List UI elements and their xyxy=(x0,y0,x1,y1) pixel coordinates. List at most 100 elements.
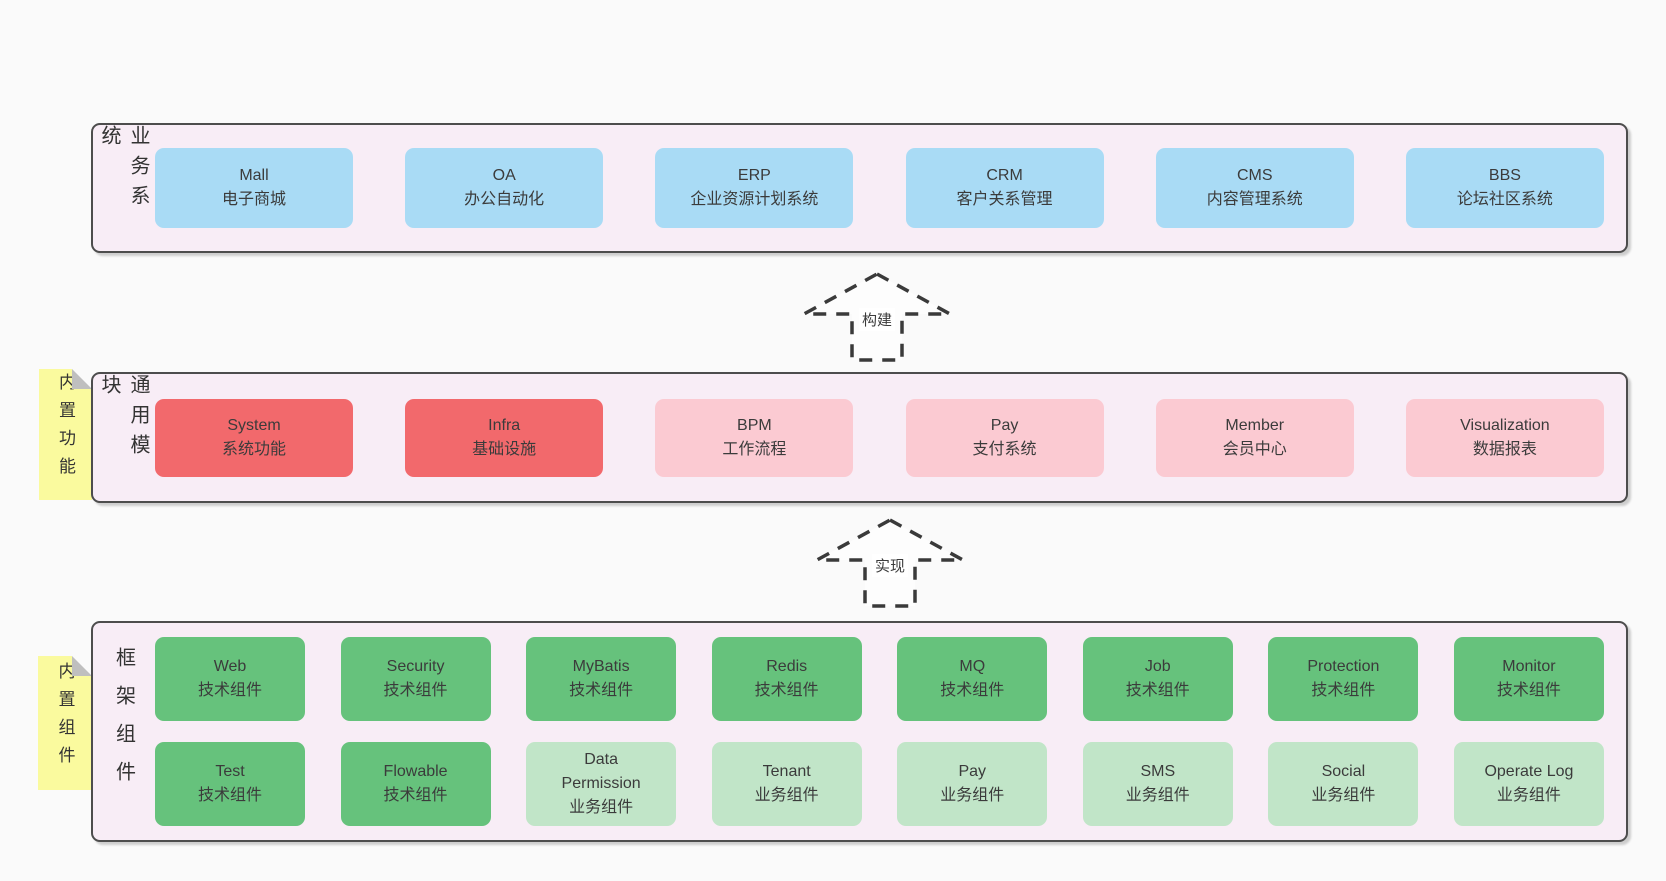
module-box-title: Infra xyxy=(488,416,521,434)
module-box-title: MQ xyxy=(959,658,986,675)
module-box-title: Job xyxy=(1144,658,1171,675)
layer-boxes: System 系统功能 Infra 基础设施 BPM 工作流程 Pay 支付系统 Member 会… xyxy=(155,374,1604,501)
module-box-subtitle: 技术组件 xyxy=(197,682,262,699)
module-box-flowable: Flowable 技术组件 xyxy=(340,742,491,826)
module-box-title: Pay xyxy=(990,416,1019,434)
module-box-operate-log: Operate Log 业务组件 xyxy=(1453,742,1604,826)
module-box-title: Member xyxy=(1225,416,1285,434)
module-box-mq: MQ 技术组件 xyxy=(897,637,1048,721)
module-box-title: BPM xyxy=(737,416,772,434)
module-box-infra: Infra 基础设施 xyxy=(405,398,604,477)
module-box-erp: ERP 企业资源计划系统 xyxy=(655,148,854,228)
module-box-subtitle: 技术组件 xyxy=(569,682,634,699)
arrow-implement: 实现 xyxy=(813,517,967,609)
module-box-subtitle: 支付系统 xyxy=(972,440,1037,458)
layer-label: 框架组件 xyxy=(112,646,135,799)
module-box-subtitle: 业务组件 xyxy=(1125,787,1190,804)
module-box-title: Security xyxy=(386,658,445,675)
module-box-visualization: Visualization 数据报表 xyxy=(1405,398,1604,477)
module-box-redis: Redis 技术组件 xyxy=(711,637,862,721)
module-box-subtitle: 企业资源计划系统 xyxy=(690,191,819,208)
module-box-title: Social xyxy=(1321,763,1366,780)
box-row: System 系统功能 Infra 基础设施 BPM 工作流程 Pay 支付系统 Member 会… xyxy=(155,398,1604,477)
module-box-monitor: Monitor 技术组件 xyxy=(1453,637,1604,721)
module-box-system: System 系统功能 xyxy=(155,398,353,477)
layer-business-systems: 业务系统 Mall 电子商城 OA 办公自动化 ERP 企业资源计划系统 CRM 客户关系管理… xyxy=(91,123,1628,253)
module-box-title: Protection xyxy=(1307,658,1380,675)
box-row: Mall 电子商城 OA 办公自动化 ERP 企业资源计划系统 CRM 客户关系管理 CMS 内容… xyxy=(155,148,1604,228)
module-box-bbs: BBS 论坛社区系统 xyxy=(1405,148,1604,228)
module-box-subtitle: 系统功能 xyxy=(221,440,286,458)
module-box-title: Flowable xyxy=(383,763,448,780)
module-box-subtitle: 客户关系管理 xyxy=(956,191,1053,208)
module-box-subtitle: 数据报表 xyxy=(1472,440,1537,458)
arrow-label: 构建 xyxy=(858,308,896,331)
module-box-title: Web xyxy=(213,658,247,675)
module-box-title: Mall xyxy=(239,167,269,184)
module-box-title: Tenant xyxy=(762,763,811,780)
module-box-subtitle: 业务组件 xyxy=(754,787,819,804)
module-box-subtitle: 技术组件 xyxy=(1125,682,1190,699)
module-box-subtitle: 工作流程 xyxy=(722,440,787,458)
module-box-subtitle: 技术组件 xyxy=(1311,682,1376,699)
module-box-subtitle: 业务组件 xyxy=(569,799,634,816)
module-box-title: Monitor xyxy=(1502,658,1556,675)
module-box-bpm: BPM 工作流程 xyxy=(655,398,854,477)
module-box-subtitle: 技术组件 xyxy=(754,682,819,699)
module-box-oa: OA 办公自动化 xyxy=(405,148,604,228)
module-box-title: SMS xyxy=(1140,763,1176,780)
module-box-subtitle: 电子商城 xyxy=(221,191,286,208)
module-box-mall: Mall 电子商城 xyxy=(155,148,353,228)
layer-label: 通用模块 xyxy=(98,374,149,464)
module-box-job: Job 技术组件 xyxy=(1082,637,1233,721)
module-box-title: OA xyxy=(492,167,516,184)
module-box-subtitle: 技术组件 xyxy=(1496,682,1561,699)
module-box-title: MyBatis xyxy=(572,658,630,675)
module-box-subtitle: 技术组件 xyxy=(383,787,448,804)
module-box-subtitle: 论坛社区系统 xyxy=(1456,191,1553,208)
module-box-subtitle: 办公自动化 xyxy=(464,191,545,208)
module-box-sms: SMS 业务组件 xyxy=(1082,742,1233,826)
module-box-title: Test xyxy=(215,763,245,780)
module-box-test: Test 技术组件 xyxy=(155,742,305,826)
layer-label: 业务系统 xyxy=(98,125,149,215)
module-box-pay: Pay 支付系统 xyxy=(905,398,1104,477)
module-box-title: ERP xyxy=(737,167,771,184)
module-box-protection: Protection 技术组件 xyxy=(1268,637,1419,721)
module-box-title: BBS xyxy=(1488,167,1521,184)
sticky-note-built-in-features: 内置功能 xyxy=(39,369,92,500)
module-box-data-permission: Data Permission 业务组件 xyxy=(526,742,677,826)
module-box-title: Visualization xyxy=(1460,416,1550,434)
layer-boxes: Mall 电子商城 OA 办公自动化 ERP 企业资源计划系统 CRM 客户关系管理 CMS 内容… xyxy=(155,125,1604,251)
module-box-title: Operate Log xyxy=(1484,763,1574,780)
module-box-member: Member 会员中心 xyxy=(1155,398,1354,477)
layer-common-modules: 通用模块 System 系统功能 Infra 基础设施 BPM 工作流程 Pay 支付系统 Me… xyxy=(91,372,1628,503)
module-box-subtitle: 业务组件 xyxy=(1496,787,1561,804)
module-box-title: CMS xyxy=(1236,167,1273,184)
module-box-title: Data Permission xyxy=(561,751,641,792)
module-box-subtitle: 基础设施 xyxy=(472,440,537,458)
sticky-note-text: 内置组件 xyxy=(55,661,75,774)
module-box-mybatis: MyBatis 技术组件 xyxy=(526,637,677,721)
module-box-title: System xyxy=(227,416,281,434)
module-box-title: Redis xyxy=(766,658,808,675)
module-box-tenant: Tenant 业务组件 xyxy=(711,742,862,826)
module-box-subtitle: 技术组件 xyxy=(940,682,1005,699)
module-box-title: CRM xyxy=(986,167,1023,184)
module-box-title: Pay xyxy=(958,763,987,780)
module-box-subtitle: 会员中心 xyxy=(1222,440,1287,458)
sticky-note-built-in-components: 内置组件 xyxy=(38,656,92,790)
arrow-build: 构建 xyxy=(800,271,954,363)
module-box-subtitle: 技术组件 xyxy=(197,787,262,804)
sticky-note-text: 内置功能 xyxy=(56,373,75,485)
arrow-label: 实现 xyxy=(871,554,909,577)
module-box-subtitle: 内容管理系统 xyxy=(1206,191,1303,208)
